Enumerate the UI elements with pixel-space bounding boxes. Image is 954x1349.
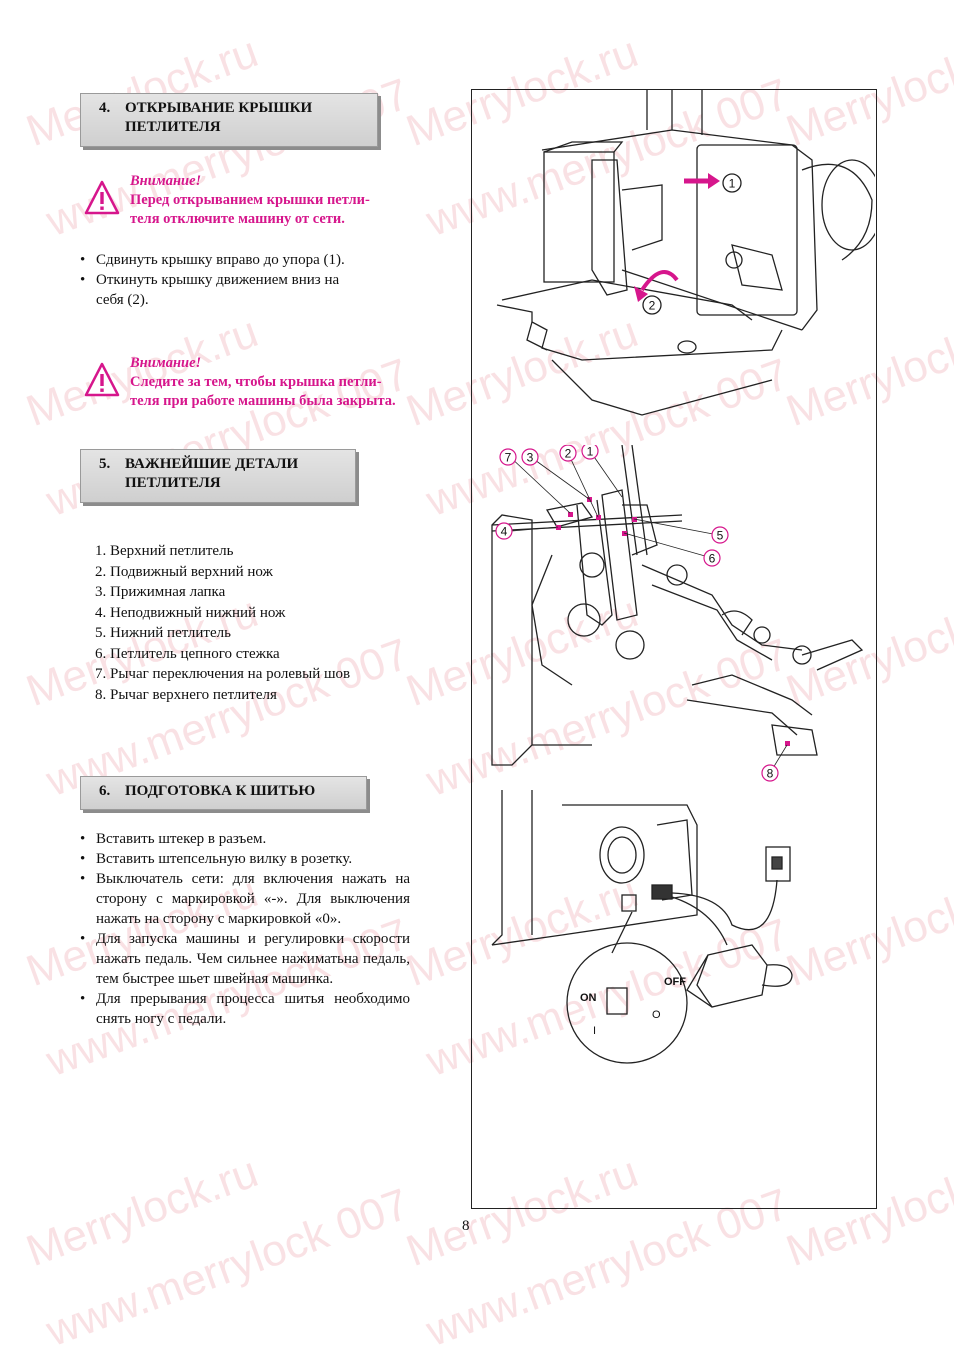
callout-number: 5 — [717, 529, 724, 543]
section-title-line: ВАЖНЕЙШИЕ ДЕТАЛИ — [125, 456, 299, 472]
section-4-header: 4. ОТКРЫВАНИЕ КРЫШКИ ПЕТЛИТЕЛЯ — [80, 93, 378, 147]
warning-triangle-icon — [84, 362, 120, 397]
figure-power-connection: ON OFF I O — [491, 790, 793, 1064]
callout-number: 7 — [505, 451, 512, 465]
section-number: 6. — [99, 783, 111, 799]
switch-on-mark: I — [593, 1025, 596, 1037]
section-4-steps: Сдвинуть крышку вправо до упора (1). Отк… — [80, 250, 410, 310]
page-number: 8 — [462, 1218, 470, 1234]
list-item: 2. Подвижный верхний нож — [95, 563, 273, 580]
list-item: Выключатель сети: для включения нажать н… — [80, 869, 410, 929]
list-item: 8. Рычаг верхнего петлителя — [95, 686, 277, 703]
callout-number: 2 — [565, 447, 572, 461]
list-item: Для прерывания процесса шитья необходимо… — [80, 989, 410, 1029]
section-5-header: 5. ВАЖНЕЙШИЕ ДЕТАЛИ ПЕТЛИТЕЛЯ — [80, 449, 356, 503]
list-item: Вставить штекер в разъем. — [80, 829, 410, 849]
list-item: 6. Петлитель цепного стежка — [95, 645, 280, 662]
warning-text: теля отключите машину от сети. — [130, 211, 345, 227]
callout-number: 1 — [729, 177, 736, 191]
callout-number: 6 — [709, 552, 716, 566]
section-title-line: ПОДГОТОВКА К ШИТЬЮ — [125, 783, 316, 799]
figures-frame: 1 2 — [471, 89, 877, 1209]
watermark-text: www.merrylock 007 — [40, 1179, 416, 1349]
warning-block: Внимание! Перед открыванием крышки петли… — [84, 172, 454, 232]
warning-text: Следите за тем, чтобы крышка петли- — [130, 374, 382, 390]
section-title-line: ОТКРЫВАНИЕ КРЫШКИ — [125, 100, 313, 116]
switch-off-label: OFF — [664, 976, 686, 988]
watermark-text: Merrylock.ru — [20, 1147, 265, 1277]
parts-list: 1. Верхний петлитель 2. Подвижный верхни… — [95, 541, 425, 705]
section-6-steps: Вставить штекер в разъем. Вставить штепс… — [80, 829, 410, 1029]
warning-heading: Внимание! — [130, 173, 202, 189]
list-item: 1. Верхний петлитель — [95, 543, 234, 559]
section-title-line: ПЕТЛИТЕЛЯ — [125, 475, 221, 491]
list-item: Откинуть крышку движением вниз на себя (… — [80, 270, 366, 310]
list-item: 3. Прижимная лапка — [95, 584, 226, 600]
figure-cover-opening: 1 2 — [496, 90, 875, 416]
callout-number: 1 — [587, 445, 594, 459]
list-item: Сдвинуть крышку вправо до упора (1). — [80, 250, 410, 270]
callout-number: 8 — [767, 767, 774, 781]
callout-number: 2 — [649, 299, 656, 313]
callout-number: 4 — [501, 525, 508, 539]
warning-text: Перед открыванием крышки петли- — [130, 192, 370, 208]
section-number: 4. — [99, 100, 111, 116]
section-6-header: 6. ПОДГОТОВКА К ШИТЬЮ — [80, 776, 367, 810]
switch-on-label: ON — [580, 992, 597, 1004]
list-item: 5. Нижний петлитель — [95, 625, 231, 641]
list-item: Вставить штепсельную вилку в розетку. — [80, 849, 410, 869]
warning-heading: Внимание! — [130, 355, 202, 371]
list-item: 7. Рычаг переключения на ролевый шов — [95, 666, 351, 682]
warning-triangle-icon — [84, 180, 120, 215]
list-item: 4. Неподвижный нижний нож — [95, 604, 286, 621]
warning-text: теля при работе машины была закрыта. — [130, 393, 396, 409]
switch-off-mark: O — [652, 1009, 661, 1021]
section-title-line: ПЕТЛИТЕЛЯ — [125, 119, 221, 135]
callout-number: 3 — [527, 451, 534, 465]
list-item: Для запуска машины и регулировки скорост… — [80, 929, 410, 989]
figure-looper-parts: 2 1 3 7 4 5 6 8 — [491, 445, 864, 782]
warning-block: Внимание! Следите за тем, чтобы крышка п… — [84, 354, 454, 414]
section-number: 5. — [99, 456, 111, 472]
